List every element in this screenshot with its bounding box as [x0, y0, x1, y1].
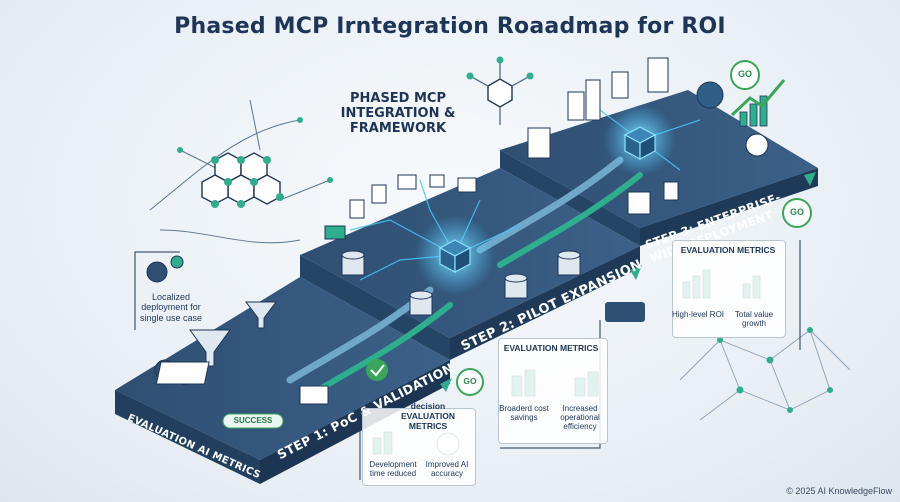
step1-metric-2: Improved AI accuracy [425, 460, 469, 479]
go-badge-step3: GO [789, 207, 804, 217]
go-badge-frames [456, 60, 812, 396]
arrow-up-icon [730, 79, 786, 117]
network-graph-left [149, 99, 331, 244]
step2-metrics-card [498, 338, 608, 444]
step1-metrics-card [362, 408, 476, 486]
top-cube-icon [623, 126, 657, 160]
step2-metric-2: Increased operational efficiency [560, 404, 600, 432]
network-nodes [177, 117, 333, 208]
globe-icon [745, 133, 769, 157]
step2-metrics-heading: EVALUATION METRICS [503, 343, 599, 353]
go-badge-step1: GO [463, 376, 477, 386]
network-graph-right [679, 329, 851, 421]
shield-icon [696, 81, 724, 109]
funnel-icons [189, 301, 277, 367]
hexagon-network-icon [201, 152, 281, 205]
step3-metrics-heading: EVALUATION METRICS [680, 245, 776, 255]
database-icons [341, 250, 581, 316]
step3-metric-1: High-level ROI [672, 310, 725, 319]
copyright: © 2025 AI KnowledgeFlow [786, 486, 892, 496]
server-card-icon [155, 361, 210, 385]
go-badge-top: GO [737, 69, 752, 79]
step1-metrics-heading: decision EVALUATION METRICS [401, 401, 455, 431]
growth-chart-icon-top [739, 95, 768, 127]
step3-metric-2: Total value growth [734, 310, 774, 329]
left-panel-description: Localized deployment for single use case [139, 292, 203, 323]
step1-metric-1: Development time reduced [369, 460, 417, 479]
checkmark-icon [366, 359, 388, 381]
success-badge-frame [222, 413, 284, 429]
cube-network-icon [469, 60, 531, 125]
framework-label: PHASED MCP INTEGRATION & FRAMEWORK [340, 91, 456, 136]
page-title: Phased MCP Irntegration Roaadmap for ROI [174, 14, 726, 39]
step2-metric-1: Broaderd cost savings [499, 404, 549, 423]
building-icons [527, 57, 679, 215]
handshake-icon-step1 [299, 385, 329, 405]
document-icons [324, 174, 477, 240]
step-arrows [440, 172, 816, 392]
handshake-icon-step2 [605, 302, 645, 322]
central-cube-icon [438, 239, 472, 273]
success-badge: SUCCESS [233, 416, 273, 425]
platform-step1 [115, 277, 450, 484]
step3-metrics-card [672, 240, 786, 338]
